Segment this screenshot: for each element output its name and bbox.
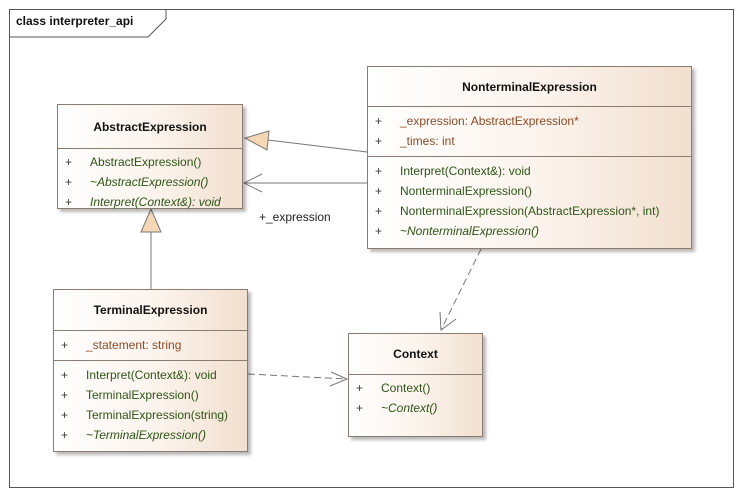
operation-text: ~TerminalExpression(): [86, 428, 206, 442]
class-name: NonterminalExpression: [368, 67, 691, 107]
operation-item[interactable]: + Interpret(Context&): void: [54, 365, 247, 385]
dependency-terminal-context-arrowhead: [329, 371, 349, 387]
attributes-compartment: + _statement: string: [54, 331, 247, 360]
attribute-item[interactable]: + _statement: string: [54, 335, 247, 355]
operations-compartment: + AbstractExpression() + ~AbstractExpres…: [58, 149, 242, 215]
visibility-marker: +: [65, 195, 73, 209]
operation-text: ~NonterminalExpression(): [400, 224, 540, 238]
operation-text: NonterminalExpression(AbstractExpression…: [400, 204, 660, 218]
operation-item[interactable]: + Context(): [349, 378, 482, 398]
frame-title: class interpreter_api: [16, 14, 134, 28]
visibility-marker: +: [61, 368, 69, 382]
operation-text: Interpret(Context&): void: [400, 164, 531, 178]
visibility-marker: +: [375, 224, 383, 238]
class-abstract-expression[interactable]: AbstractExpression + AbstractExpression(…: [57, 104, 243, 209]
class-name: AbstractExpression: [58, 105, 242, 149]
attribute-item[interactable]: + _expression: AbstractExpression*: [368, 111, 691, 131]
visibility-marker: +: [375, 204, 383, 218]
visibility-marker: +: [375, 134, 383, 148]
visibility-marker: +: [356, 401, 364, 415]
operations-compartment: + Interpret(Context&): void + TerminalEx…: [54, 360, 247, 448]
visibility-marker: +: [65, 155, 73, 169]
visibility-marker: +: [375, 184, 383, 198]
attribute-text: _statement: string: [86, 338, 182, 352]
operation-item[interactable]: + ~AbstractExpression(): [58, 172, 242, 192]
operation-item[interactable]: + ~TerminalExpression(): [54, 425, 247, 445]
operation-item[interactable]: + NonterminalExpression(): [368, 181, 691, 201]
operation-text: Interpret(Context&): void: [86, 368, 217, 382]
operation-text: ~Context(): [381, 401, 438, 415]
operation-item[interactable]: + AbstractExpression(): [58, 152, 242, 172]
class-terminal-expression[interactable]: TerminalExpression + _statement: string …: [53, 289, 248, 452]
generalization-nonterminal-arrowhead: [243, 130, 270, 151]
operation-text: Context(): [381, 381, 431, 395]
association-role-label: +_expression: [259, 210, 331, 224]
attributes-compartment: + _expression: AbstractExpression* + _ti…: [368, 107, 691, 156]
attribute-text: _expression: AbstractExpression*: [400, 114, 579, 128]
visibility-marker: +: [356, 381, 364, 395]
dependency-nonterminal-context-line[interactable]: [440, 248, 482, 331]
visibility-marker: +: [375, 164, 383, 178]
operation-text: AbstractExpression(): [90, 155, 202, 169]
operation-text: NonterminalExpression(): [400, 184, 533, 198]
association-expression-arrowhead: [242, 173, 263, 193]
generalization-terminal-arrowhead: [140, 207, 162, 233]
class-nonterminal-expression[interactable]: NonterminalExpression + _expression: Abs…: [367, 66, 692, 249]
attribute-item[interactable]: + _times: int: [368, 131, 691, 151]
class-name: TerminalExpression: [54, 290, 247, 331]
operations-compartment: + Interpret(Context&): void + Nontermina…: [368, 156, 691, 244]
operation-text: TerminalExpression(string): [86, 408, 229, 422]
operation-text: Interpret(Context&): void: [90, 195, 221, 209]
attribute-text: _times: int: [400, 134, 455, 148]
class-name: Context: [349, 334, 482, 375]
operations-compartment: + Context() + ~Context(): [349, 375, 482, 421]
visibility-marker: +: [375, 114, 383, 128]
operation-text: TerminalExpression(): [86, 388, 199, 402]
dependency-terminal-context-line[interactable]: [247, 373, 348, 380]
operation-item[interactable]: + TerminalExpression(string): [54, 405, 247, 425]
operation-item[interactable]: + ~NonterminalExpression(): [368, 221, 691, 241]
visibility-marker: +: [61, 408, 69, 422]
operation-item[interactable]: + Interpret(Context&): void: [58, 192, 242, 212]
visibility-marker: +: [61, 338, 69, 352]
operation-item[interactable]: + TerminalExpression(): [54, 385, 247, 405]
generalization-nonterminal-line[interactable]: [267, 139, 368, 153]
diagram-frame: [9, 9, 734, 488]
class-context[interactable]: Context + Context() + ~Context(): [348, 333, 483, 437]
operation-item[interactable]: + NonterminalExpression(AbstractExpressi…: [368, 201, 691, 221]
operation-item[interactable]: + ~Context(): [349, 398, 482, 418]
visibility-marker: +: [61, 388, 69, 402]
visibility-marker: +: [65, 175, 73, 189]
visibility-marker: +: [61, 428, 69, 442]
operation-text: ~AbstractExpression(): [90, 175, 209, 189]
operation-item[interactable]: + Interpret(Context&): void: [368, 161, 691, 181]
dependency-nonterminal-context-arrowhead: [439, 311, 457, 331]
frame-tab-outline: [9, 9, 167, 38]
